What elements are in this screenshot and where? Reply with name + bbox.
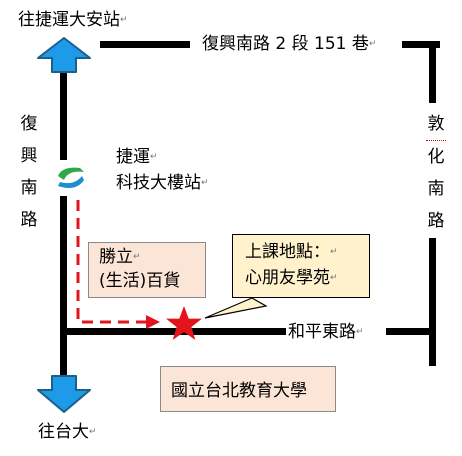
university-text: 國立台北教育大學 bbox=[171, 381, 307, 401]
store-box: 勝立↵ (生活)百貨 bbox=[88, 242, 206, 298]
destination-star-icon bbox=[166, 306, 202, 340]
dunhua-road-char: 路 bbox=[427, 211, 445, 231]
dunhua-road-line-bottom bbox=[429, 238, 436, 366]
paragraph-mark: ↵ bbox=[368, 39, 377, 49]
paragraph-mark: ↵ bbox=[133, 252, 141, 262]
dunhua-road-char-text: 敦 bbox=[426, 108, 446, 141]
route-arrowhead-icon bbox=[146, 315, 160, 329]
down-arrow-icon bbox=[37, 375, 91, 413]
store-line2: (生活)百貨 bbox=[99, 271, 181, 291]
fuxing-road-char: 南 bbox=[20, 178, 38, 198]
university-box: 國立台北教育大學 bbox=[160, 366, 336, 412]
heping-road-text: 和平東路 bbox=[288, 322, 356, 342]
fuxing-lane-text: 復興南路 2 段 151 巷 bbox=[202, 34, 369, 54]
label-fuxing-road: 復 興 南 路 bbox=[19, 108, 39, 236]
paragraph-mark: ↵ bbox=[150, 152, 158, 162]
fuxing-road-char: 復 bbox=[20, 114, 38, 134]
fuxing-road-char: 路 bbox=[20, 210, 38, 230]
heping-road-line-right bbox=[386, 328, 436, 335]
mrt-station-line2: 科技大樓站 bbox=[116, 173, 201, 193]
to-taida-text: 往台大 bbox=[38, 422, 89, 442]
label-dunhua-road: 敦 化 南 路 bbox=[426, 108, 446, 237]
paragraph-mark: ↵ bbox=[330, 247, 338, 257]
paragraph-mark: ↵ bbox=[330, 273, 338, 283]
walking-route-line bbox=[76, 200, 150, 324]
fuxing-lane-line-right bbox=[402, 41, 440, 48]
paragraph-mark: ↵ bbox=[120, 15, 128, 25]
paragraph-mark: ↵ bbox=[201, 178, 209, 188]
paragraph-mark: ↵ bbox=[356, 327, 364, 337]
label-fuxing-lane: 復興南路 2 段 151 巷↵ bbox=[202, 34, 376, 54]
label-mrt-daan: 往捷運大安站↵ bbox=[18, 10, 128, 30]
dunhua-road-char: 敦 bbox=[426, 108, 446, 141]
label-heping-road: 和平東路↵ bbox=[288, 322, 364, 342]
callout-line1: 上課地點： bbox=[245, 242, 330, 262]
fuxing-lane-line-left bbox=[100, 41, 190, 48]
fuxing-road-line bbox=[60, 68, 67, 376]
label-mrt-station: 捷運↵ 科技大樓站↵ bbox=[116, 144, 209, 196]
label-to-taida: 往台大↵ bbox=[38, 422, 97, 442]
dunhua-road-line-top bbox=[429, 41, 436, 103]
up-arrow-icon bbox=[37, 37, 91, 73]
mrt-daan-text: 往捷運大安站 bbox=[18, 10, 120, 30]
fuxing-road-char: 興 bbox=[20, 146, 38, 166]
store-line1: 勝立 bbox=[99, 247, 133, 267]
callout-pointer bbox=[204, 297, 268, 319]
heping-road-line-left bbox=[60, 328, 286, 335]
dunhua-road-char: 化 bbox=[427, 147, 445, 167]
mrt-station-line1: 捷運 bbox=[116, 147, 150, 167]
dunhua-road-char: 南 bbox=[427, 179, 445, 199]
class-location-callout: 上課地點：↵ 心朋友學苑↵ bbox=[232, 234, 370, 298]
paragraph-mark: ↵ bbox=[89, 427, 97, 437]
mrt-logo-icon bbox=[52, 160, 88, 196]
callout-line2: 心朋友學苑 bbox=[245, 268, 330, 288]
